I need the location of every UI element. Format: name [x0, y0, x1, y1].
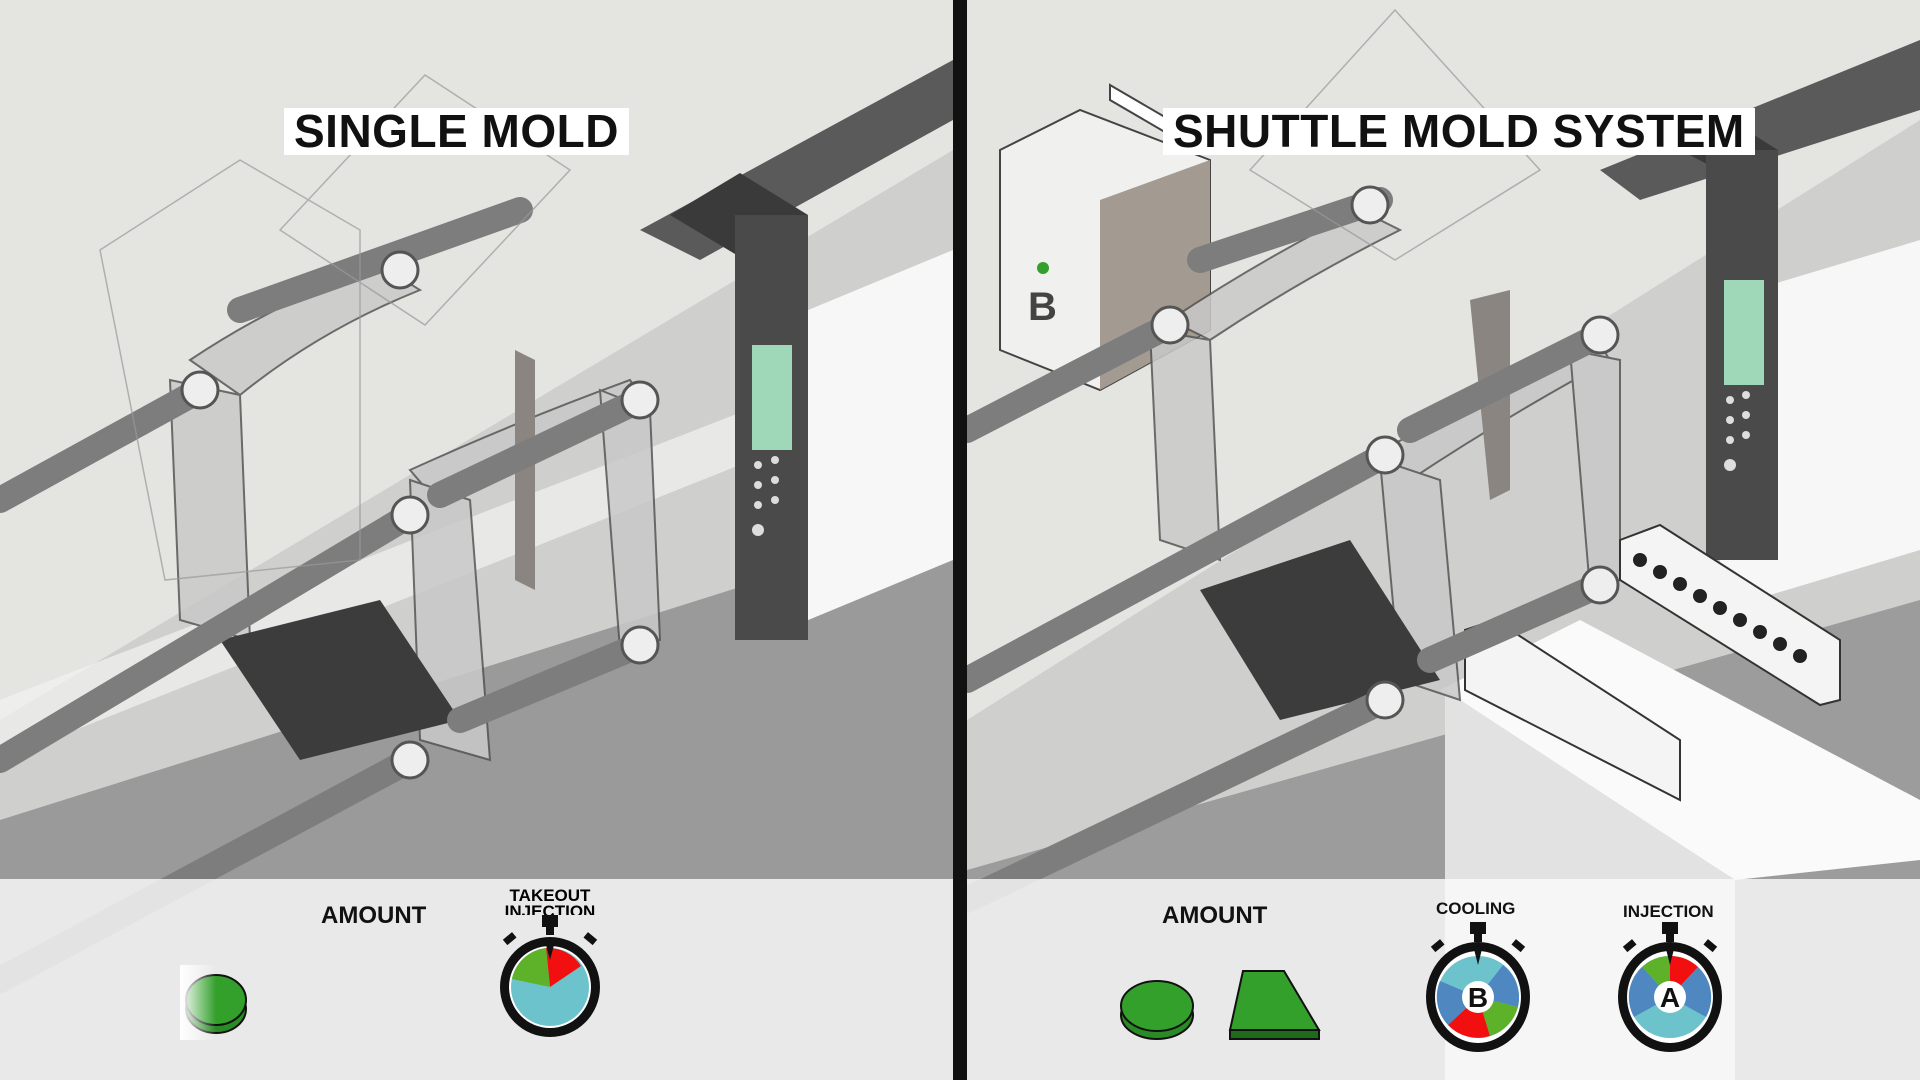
split-divider — [953, 0, 967, 1080]
injection-label: INJECTION — [504, 902, 596, 915]
cooling-timer-letter: B — [1468, 982, 1488, 1013]
takeout-label: TAKEOUT — [509, 888, 591, 905]
cooling-label: COOLING — [1436, 899, 1516, 918]
green-puck-icon — [1120, 980, 1194, 1040]
right-amount-label: AMOUNT — [1162, 902, 1268, 929]
left-amount-label: AMOUNT — [321, 902, 427, 929]
single-mold-title: SINGLE MOLD — [284, 108, 629, 155]
mold-b-marker: B — [1028, 285, 1057, 329]
green-part-icon — [1228, 970, 1321, 1040]
injection-timer-letter: A — [1660, 982, 1680, 1013]
injection-label: INJECTION — [1623, 902, 1714, 921]
left-timer-label: TAKEOUT INJECTION — [490, 888, 610, 915]
green-puck-icon — [180, 965, 260, 1040]
shuttle-mold-title: SHUTTLE MOLD SYSTEM — [1163, 108, 1755, 155]
left-info-panel — [0, 879, 953, 1080]
injection-stopwatch-icon: A — [1618, 922, 1722, 1052]
stopwatch-icon — [500, 915, 600, 1037]
cooling-stopwatch-icon: B — [1426, 922, 1530, 1052]
